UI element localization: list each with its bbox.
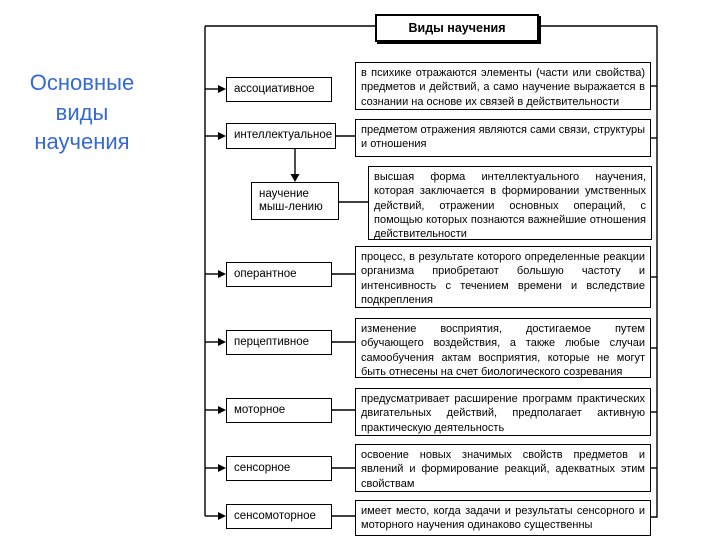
slide-title: Основные виды научения: [29, 70, 135, 155]
description-node-associative: в психике отражаются элементы (части или…: [355, 62, 651, 110]
type-node-associative: ассоциативное: [226, 77, 332, 102]
description-node-perceptual: изменение восприятия, достигаемое путем …: [355, 318, 651, 378]
type-node-sensory: сенсорное: [226, 456, 332, 481]
type-node-motor: моторное: [226, 398, 332, 423]
type-node-perceptual: перцептивное: [226, 330, 332, 355]
diagram-root-node: Виды научения: [375, 14, 539, 42]
type-node-intellectual: интеллектуальное: [226, 123, 336, 149]
arrowhead-icons: [218, 85, 300, 520]
description-node-operant: процесс, в результате которого определен…: [355, 246, 651, 308]
description-node-motor: предусматривает расширение программ прак…: [355, 388, 651, 436]
type-node-operant: оперантное: [226, 262, 332, 287]
type-node-sensorimotor: сенсомоторное: [226, 504, 332, 529]
description-node-sensorimotor: имеет место, когда задачи и результаты с…: [355, 500, 651, 536]
description-node-thinking-learning: высшая форма интеллектуального научения,…: [368, 166, 652, 240]
type-node-thinking-learning: научение мыш-лению: [251, 182, 339, 220]
description-node-intellectual: предметом отражения являются сами связи,…: [355, 119, 651, 157]
description-node-sensory: освоение новых значимых свойств предмето…: [355, 444, 651, 492]
